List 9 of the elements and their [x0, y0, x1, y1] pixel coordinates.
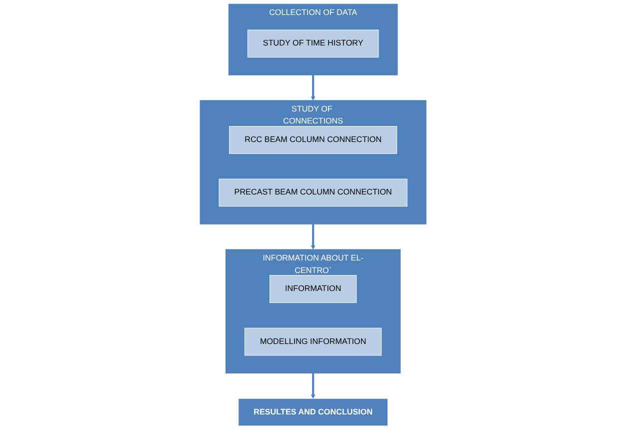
node-box: RCC BEAM COLUMN CONNECTION [230, 126, 398, 154]
arrow [311, 75, 316, 101]
arrow [311, 224, 316, 250]
node-box: RESULTES AND CONCLUSION [238, 398, 388, 426]
node-box: STUDY OF TIME HISTORY [248, 30, 380, 58]
node-box: PRECAST BEAM COLUMN CONNECTION [219, 178, 408, 207]
arrow [311, 373, 316, 399]
node-box: MODELLING INFORMATION [244, 328, 382, 356]
node-box: INFORMATION [270, 275, 358, 303]
